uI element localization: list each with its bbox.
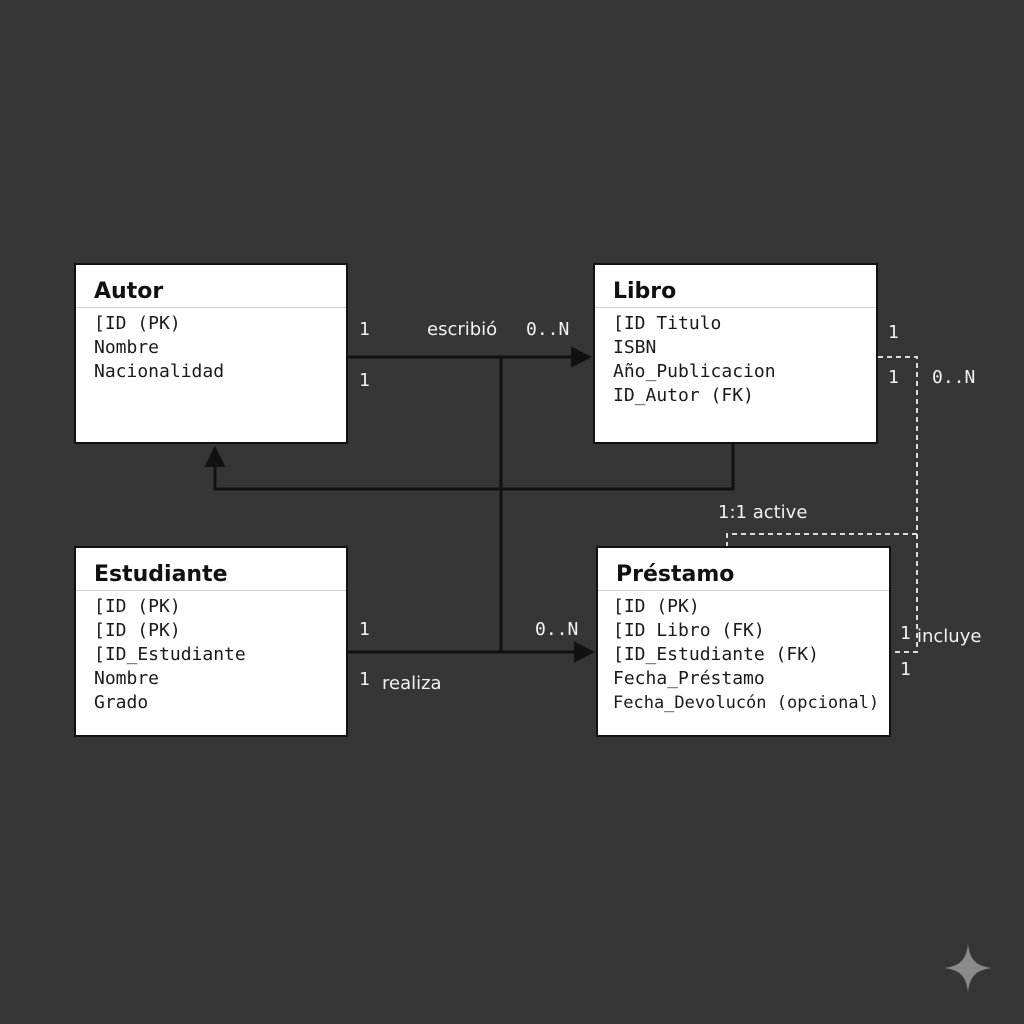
entity-libro[interactable]: Libro [ID Titulo ISBN Año_Publicacion ID… bbox=[593, 263, 878, 444]
entity-title: Préstamo bbox=[598, 548, 889, 591]
attribute-list: [ID (PK) Nombre Nacionalidad bbox=[76, 308, 346, 384]
attribute: Grado bbox=[94, 692, 149, 713]
attribute-list: [ID (PK) [ID Libro (FK) [ID_Estudiante (… bbox=[598, 591, 889, 715]
cardinality-label: 1 bbox=[900, 659, 911, 680]
entity-title: Autor bbox=[76, 265, 346, 308]
relation-label-active: 1:1 active bbox=[718, 502, 808, 523]
cardinality-label: 0..N bbox=[932, 367, 976, 388]
attribute: [ID (PK) bbox=[613, 596, 700, 617]
cardinality-label: 1 bbox=[359, 669, 370, 690]
entity-title: Estudiante bbox=[76, 548, 346, 591]
attribute: Fecha_Devolucón (opcional) bbox=[613, 693, 880, 713]
attribute: Año_Publicacion bbox=[613, 361, 776, 382]
attribute: Nombre bbox=[94, 337, 160, 358]
cardinality-label: 1 bbox=[359, 319, 370, 340]
attribute: [ID Libro (FK) bbox=[613, 620, 765, 641]
cardinality-label: 1 bbox=[359, 619, 370, 640]
cardinality-label: 1 bbox=[888, 322, 899, 343]
relation-label-escribio: escribió bbox=[427, 319, 498, 340]
attribute: Nacionalidad bbox=[94, 361, 225, 382]
attribute: [ID Titulo bbox=[613, 313, 722, 334]
attribute: ID_Autor (FK) bbox=[613, 385, 754, 406]
entity-autor[interactable]: Autor [ID (PK) Nombre Nacionalidad bbox=[74, 263, 348, 444]
attribute: [ID (PK) bbox=[94, 620, 181, 641]
active-dashed-line bbox=[726, 533, 917, 546]
cardinality-label: 1 bbox=[888, 367, 899, 388]
entity-prestamo[interactable]: Préstamo [ID (PK) [ID Libro (FK) [ID_Est… bbox=[596, 546, 891, 737]
attribute-list: [ID Titulo ISBN Año_Publicacion ID_Autor… bbox=[595, 308, 876, 408]
attribute: [ID (PK) bbox=[94, 313, 181, 334]
cardinality-label: 1 bbox=[359, 370, 370, 391]
attribute: Nombre bbox=[94, 668, 160, 689]
attribute-list: [ID (PK) [ID (PK) [ID_Estudiante Nombre … bbox=[76, 591, 346, 715]
attribute: [ID (PK) bbox=[94, 596, 181, 617]
sparkle-icon bbox=[944, 944, 992, 992]
attribute: Fecha_Préstamo bbox=[613, 668, 765, 689]
relation-label-realiza: realiza bbox=[382, 673, 442, 694]
entity-estudiante[interactable]: Estudiante [ID (PK) [ID (PK) [ID_Estudia… bbox=[74, 546, 348, 737]
cardinality-label: 0..N bbox=[526, 319, 570, 340]
cardinality-label: 0..N bbox=[535, 619, 579, 640]
entity-title: Libro bbox=[595, 265, 876, 308]
libro-autor-fk-line bbox=[204, 444, 735, 491]
attribute: [ID_Estudiante bbox=[94, 644, 246, 665]
cardinality-label: 1 bbox=[900, 623, 911, 644]
attribute: ISBN bbox=[613, 337, 657, 358]
incluye-dashed-line bbox=[878, 356, 918, 653]
attribute: [ID_Estudiante (FK) bbox=[613, 644, 819, 665]
relation-label-incluye: incluye bbox=[917, 626, 982, 647]
